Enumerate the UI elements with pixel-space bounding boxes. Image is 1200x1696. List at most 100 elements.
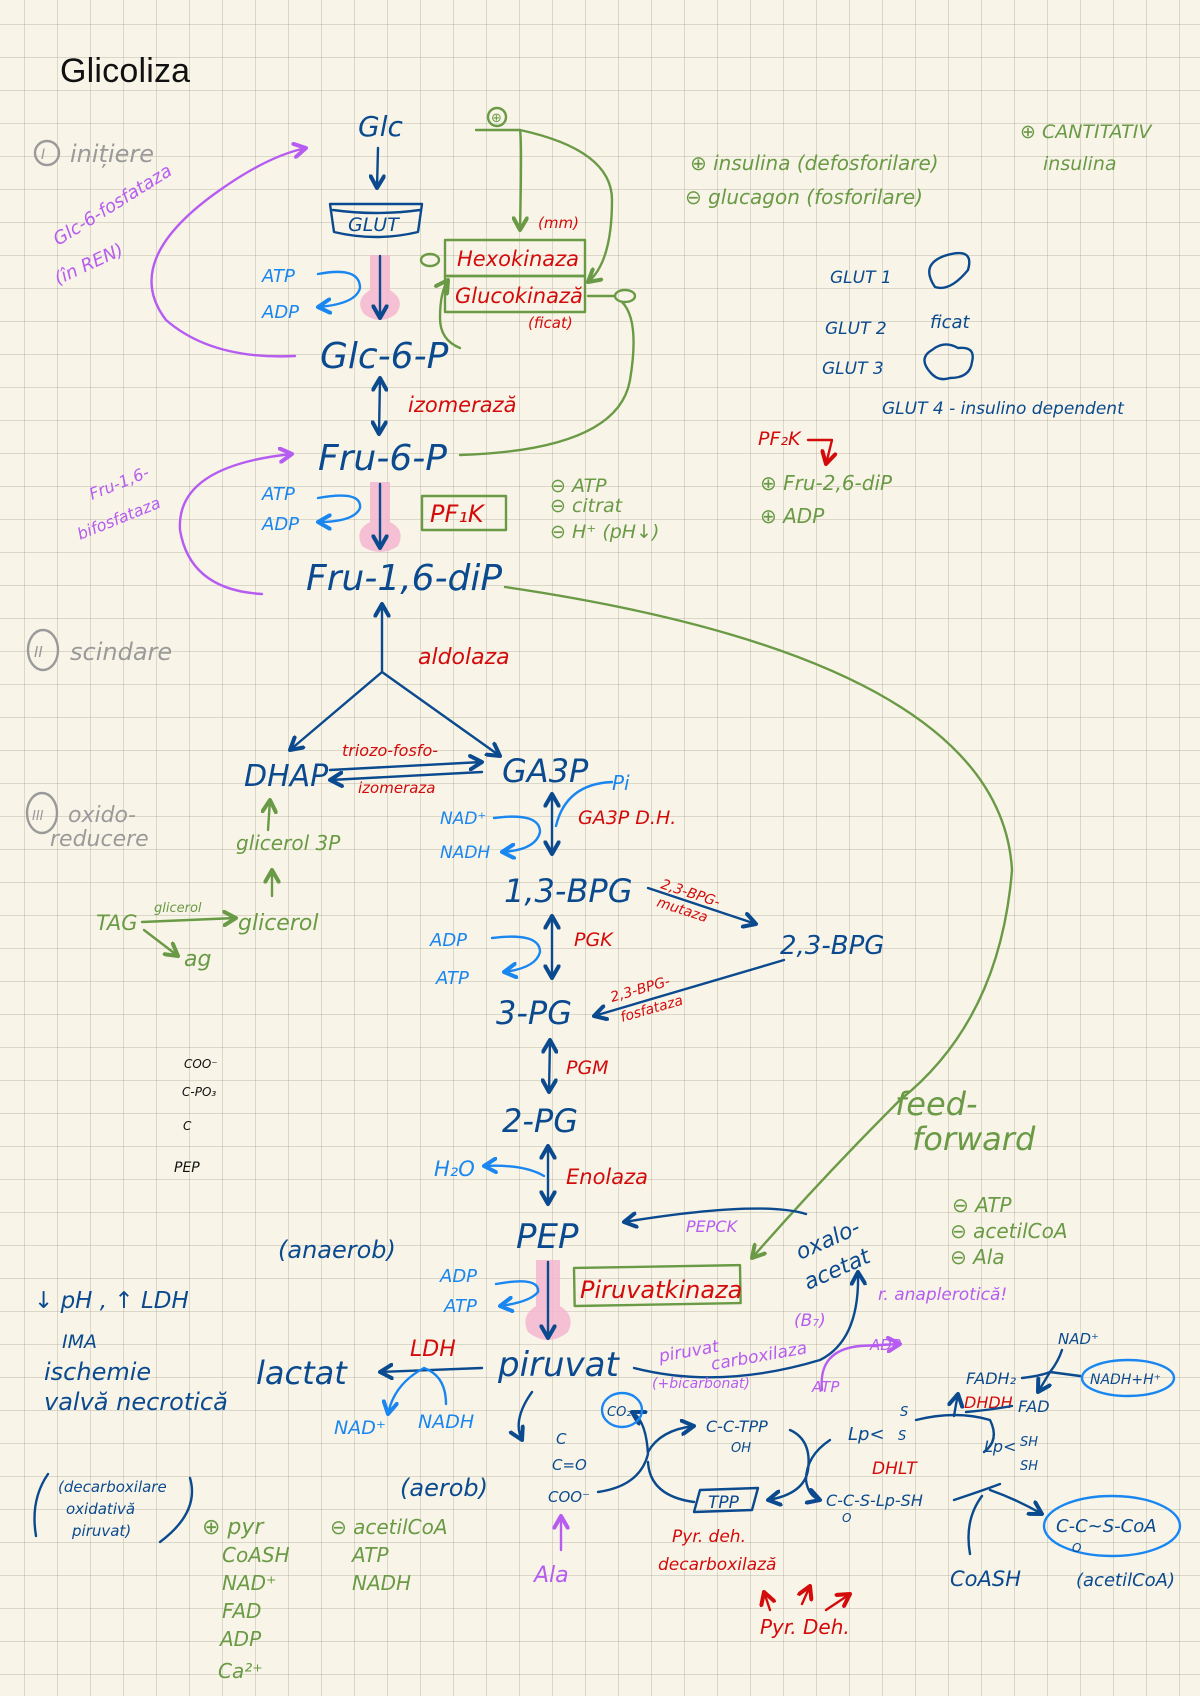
metabolite-ga3p: GA3P xyxy=(502,752,589,790)
diagram-label: ficat xyxy=(930,312,971,333)
diagram-label: O xyxy=(1072,1541,1081,1555)
outline-shape xyxy=(486,106,508,128)
arrow-icon xyxy=(964,1404,1014,1414)
arrow-icon xyxy=(377,146,378,188)
enzyme-glucokinaza: Glucokinază xyxy=(455,284,583,308)
arrow-icon xyxy=(954,1394,958,1418)
arrow-icon xyxy=(268,800,270,832)
diagram-label: FAD xyxy=(222,1599,261,1623)
metabolite-fru-6-p: Fru-6-P xyxy=(318,438,447,479)
diagram-label: (aerob) xyxy=(400,1474,488,1502)
enzyme-ldh: LDH xyxy=(410,1337,456,1362)
arrow-icon xyxy=(388,1366,426,1414)
decarboxilare-note: (decarboxilare oxidativă piruvat) xyxy=(33,1472,194,1544)
enzyme-pfk1: PF₁K xyxy=(430,500,486,528)
diagram-label: FADH₂ xyxy=(966,1369,1017,1388)
metabolite-glc-6-p: Glc-6-P xyxy=(320,336,449,377)
enzyme-pf2k: PF₂K xyxy=(758,428,802,450)
metabolite-13-bpg: 1,3-BPG xyxy=(504,872,632,910)
diagram-label: insulina xyxy=(1043,153,1117,175)
diagram-label: PEP xyxy=(174,1160,200,1176)
glut-transporter: GLUT xyxy=(328,202,424,239)
diagram-label: FAD xyxy=(1018,1397,1050,1416)
diagram-label: SH xyxy=(1020,1435,1038,1450)
arrow-icon xyxy=(519,1390,534,1440)
arrow-icon xyxy=(379,378,380,434)
diagram-label: Ca²⁺ xyxy=(218,1659,263,1683)
diagram-label: O xyxy=(842,1511,851,1525)
enzyme-piruvatkinaza: Piruvatkinaza xyxy=(580,1276,742,1304)
metabolite-piruvat: piruvat xyxy=(497,1345,621,1385)
arrow-icon xyxy=(290,670,384,750)
arrow-icon xyxy=(484,1166,546,1178)
metabolite-23-bpg: 2,3-BPG xyxy=(780,931,884,961)
arrow-icon xyxy=(549,1040,550,1092)
nadh-circle xyxy=(1080,1358,1176,1398)
arrow-icon xyxy=(328,762,482,772)
diagram-label: scindare xyxy=(70,638,172,666)
diagram-label: (anaerob) xyxy=(278,1236,396,1264)
diagram-label: (+bicarbonat) xyxy=(652,1376,750,1392)
diagram-label: ⊕ ADP xyxy=(760,504,825,528)
arrow-icon xyxy=(806,1438,832,1500)
metabolite-2-pg: 2-PG xyxy=(502,1102,578,1140)
reg-glucagon: ⊖ glucagon (fosforilare) xyxy=(685,185,923,209)
arrow-icon xyxy=(318,494,362,522)
arrow-icon xyxy=(440,280,462,350)
metabolite-pep: PEP xyxy=(516,1217,579,1257)
diagram-label: NADH xyxy=(440,843,490,863)
arrow-icon xyxy=(1038,1370,1050,1392)
glut2-label: GLUT 2 xyxy=(825,319,887,339)
enzyme-enolaza: Enolaza xyxy=(566,1165,648,1189)
diagram-label: ATP xyxy=(811,1378,840,1396)
diagram-label: ATP xyxy=(443,1296,477,1317)
arrow-icon xyxy=(458,300,635,457)
diagram-label: ischemie xyxy=(44,1358,151,1386)
diagram-label: II xyxy=(34,643,43,661)
cofactor-pi: Pi xyxy=(612,771,630,795)
arrow-icon xyxy=(764,1592,770,1612)
metabolite-ag: ag xyxy=(184,947,211,972)
metabolite-glicerol-3p: glicerol 3P xyxy=(236,831,341,855)
arrow-icon xyxy=(624,1207,808,1222)
diagram-label: inițiere xyxy=(70,140,154,168)
metabolite-co2: CO₂ xyxy=(607,1405,632,1420)
arrow-icon xyxy=(158,1476,194,1544)
diagram-label: GLUT xyxy=(348,214,400,236)
arrow-icon xyxy=(422,1366,448,1406)
diagram-label: (B₇) xyxy=(794,1311,826,1331)
diagram-label: oxidativă xyxy=(66,1500,135,1518)
feed-forward-arrow xyxy=(503,585,1014,1258)
arrow-icon xyxy=(646,1426,694,1454)
pdh-activators: ⊕ pyr CoASH NAD⁺ FAD ADP Ca²⁺ xyxy=(202,1515,290,1683)
metabolite-glc: Glc xyxy=(358,110,403,143)
glut1-label: GLUT 1 xyxy=(830,268,892,288)
arrow-icon xyxy=(494,1280,540,1306)
glut4-label: GLUT 4 - insulino dependent xyxy=(882,399,1125,419)
diagram-label: COO⁻ xyxy=(548,1488,590,1506)
diagram-label: Lp< xyxy=(984,1437,1016,1456)
diagram-label: ATP xyxy=(350,1543,389,1567)
diagram-label: ↓ pH , ↑ LDH xyxy=(34,1288,189,1314)
enzyme-fbpaza: Fru-1,6- xyxy=(86,462,152,503)
diagram-label: C-PO₃ xyxy=(182,1085,216,1099)
arrow-icon xyxy=(492,815,542,852)
section-2-label: II scindare xyxy=(26,628,172,672)
diagram-label: ADP xyxy=(261,514,299,535)
diagram-label: forward xyxy=(912,1120,1036,1158)
diagram-label: C=O xyxy=(552,1456,587,1474)
enzyme-dhlt: DHLT xyxy=(872,1459,918,1479)
diagram-label: (mm) xyxy=(538,214,579,232)
diagram-label: ATP xyxy=(435,968,469,989)
diagram-label: C xyxy=(183,1119,192,1133)
diagram-label: carboxilaza xyxy=(709,1338,808,1375)
diagram-label: (decarboxilare xyxy=(58,1478,167,1496)
enzyme-aldolaza: aldolaza xyxy=(418,645,510,670)
enzyme-pdh: Pyr. deh. xyxy=(672,1527,746,1547)
enzyme-hexokinaza: Hexokinaza xyxy=(457,247,579,271)
enzyme-izomeraza: izomerază xyxy=(408,393,516,417)
outline-shape xyxy=(26,628,60,672)
anaplerotic-note: r. anaplerotică! xyxy=(878,1285,1007,1305)
enzyme-pgk: PGK xyxy=(574,929,614,951)
metabolite-ala: Ala xyxy=(532,1563,569,1588)
